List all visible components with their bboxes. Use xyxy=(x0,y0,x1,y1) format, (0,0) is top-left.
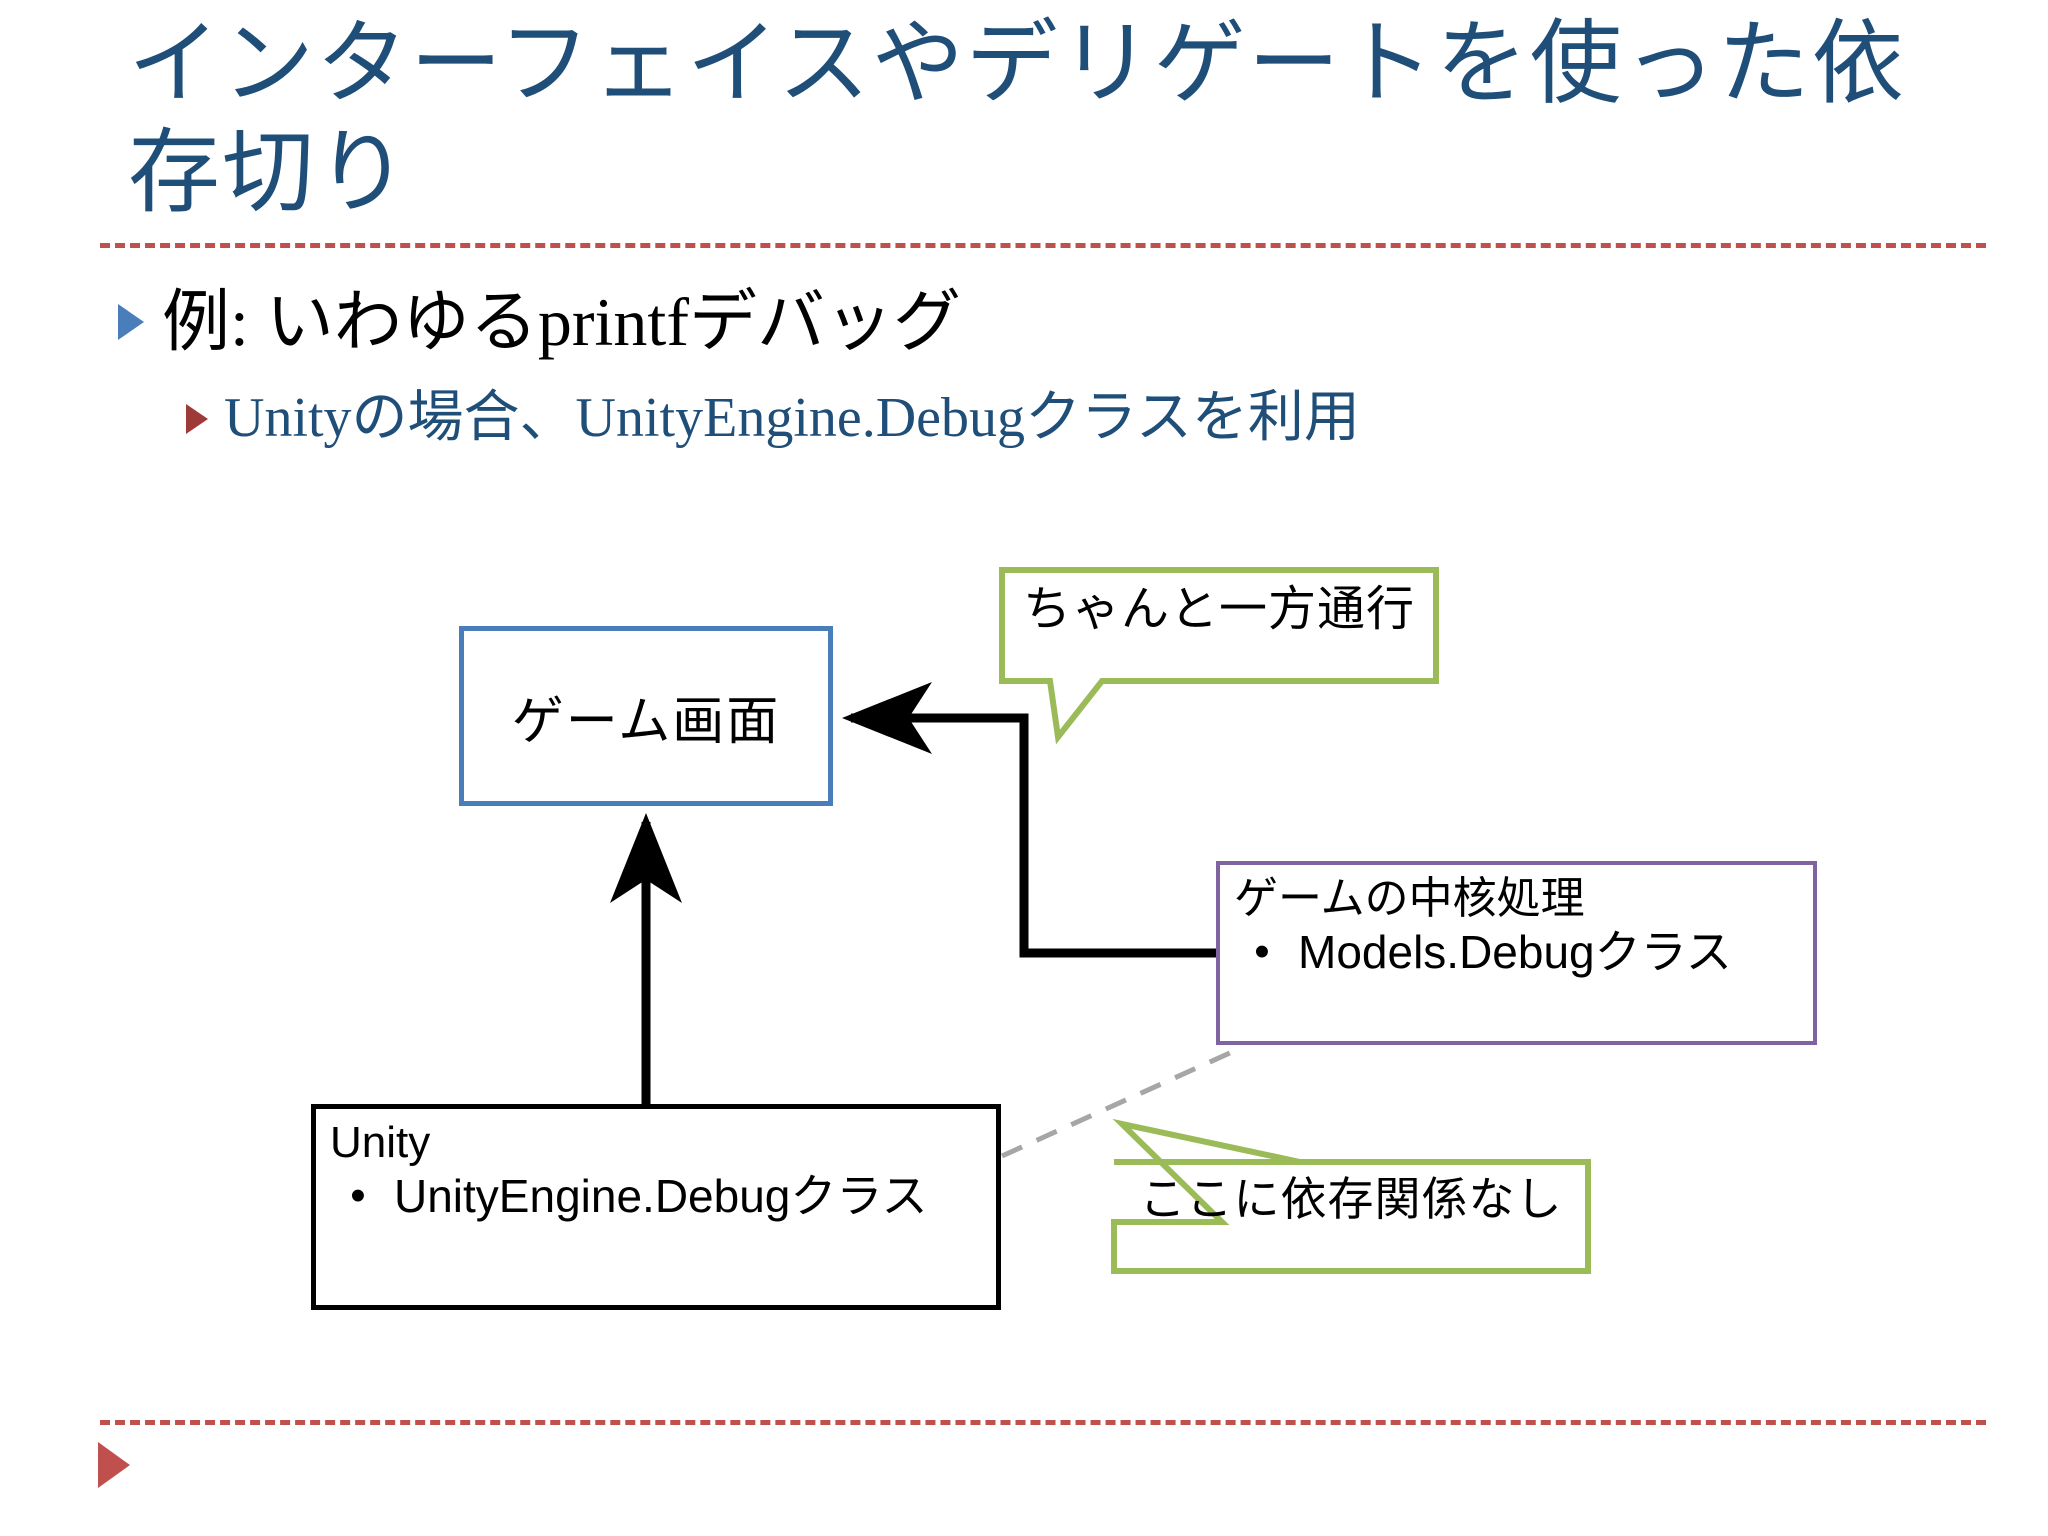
bottom-triangle-icon xyxy=(98,1442,130,1488)
triangle-bullet-icon xyxy=(186,403,208,434)
node-core-process-title: ゲームの中核処理 xyxy=(1234,874,1585,923)
page-title: インターフェイスやデリゲートを使った依 存切り xyxy=(128,10,1908,227)
node-core-process-bullet: • Models.Debugクラス xyxy=(1234,925,1799,979)
node-unity[interactable]: Unity • UnityEngine.Debugクラス xyxy=(311,1104,1001,1310)
bullet-level-1: 例: いわゆるprintfデバッグ xyxy=(118,285,961,360)
divider-bottom xyxy=(100,1420,1986,1425)
page-title-line-2: 存切り xyxy=(128,121,411,224)
node-unity-title: Unity xyxy=(330,1118,431,1167)
callout-no-dependency-label: ここに依存関係なし xyxy=(1139,1174,1563,1225)
connector-unity-to-core xyxy=(1000,1044,1245,1159)
node-core-process[interactable]: ゲームの中核処理 • Models.Debugクラス xyxy=(1216,861,1817,1045)
node-game-screen[interactable]: ゲーム画面 xyxy=(459,626,833,806)
node-unity-bullet-text: UnityEngine.Debugクラス xyxy=(394,1169,928,1222)
bullet-dot-icon: • xyxy=(350,1170,366,1220)
bullet-dot-icon: • xyxy=(1254,926,1270,976)
triangle-right-icon xyxy=(98,1442,130,1488)
page-title-line-1: インターフェイスやデリゲートを使った依 xyxy=(128,13,1906,115)
callout-one-way-label: ちゃんと一方通行 xyxy=(1022,583,1415,636)
node-unity-bullet: • UnityEngine.Debugクラス xyxy=(330,1169,982,1223)
bullet-level-1-label: 例: いわゆるprintfデバッグ xyxy=(162,284,961,360)
bullet-level-2-label: Unityの場合、UnityEngine.Debugクラスを利用 xyxy=(224,387,1360,449)
connector-core-to-game xyxy=(842,682,1216,958)
node-core-process-bullet-text: Models.Debugクラス xyxy=(1298,925,1732,978)
divider-top xyxy=(100,243,1986,248)
triangle-bullet-icon xyxy=(118,304,144,341)
node-game-screen-label: ゲーム画面 xyxy=(511,693,781,751)
bullet-level-2: Unityの場合、UnityEngine.Debugクラスを利用 xyxy=(186,387,1360,450)
